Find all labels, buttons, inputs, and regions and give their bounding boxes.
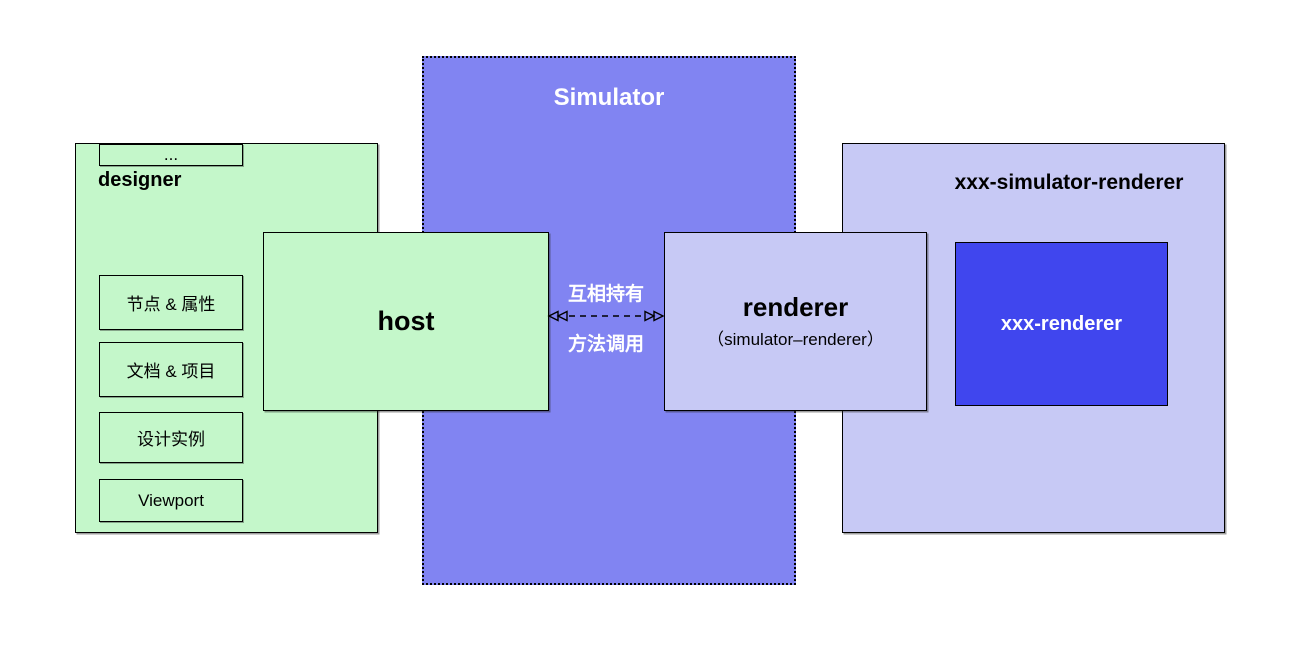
xxx-simulator-renderer-title: xxx-simulator-renderer [954, 171, 1184, 194]
relation-label-bottom: 方法调用 [567, 334, 644, 355]
double-headed-dashed-arrow-icon [547, 310, 665, 322]
renderer-subtitle: （simulator–renderer） [707, 330, 884, 350]
xxx-simulator-renderer-box: xxx-simulator-renderer xxx-renderer [842, 143, 1225, 533]
simulator-title: Simulator [553, 84, 665, 111]
relation-label-top: 互相持有 [567, 284, 644, 305]
renderer-title: renderer [742, 291, 849, 322]
host-title: host [377, 306, 435, 336]
designer-item-ellipsis: ... [99, 144, 243, 166]
xxx-renderer-title: xxx-renderer [1000, 312, 1123, 335]
xxx-renderer-box: xxx-renderer [955, 242, 1168, 406]
designer-item-viewport: Viewport [99, 479, 243, 522]
designer-item-documents-projects: 文档 & 项目 [99, 342, 243, 397]
renderer-box: renderer （simulator–renderer） [664, 232, 927, 411]
host-box: host [263, 232, 549, 411]
designer-item-nodes-attributes: 节点 & 属性 [99, 275, 243, 330]
designer-item-design-instance: 设计实例 [99, 412, 243, 463]
designer-title: designer [98, 169, 182, 191]
